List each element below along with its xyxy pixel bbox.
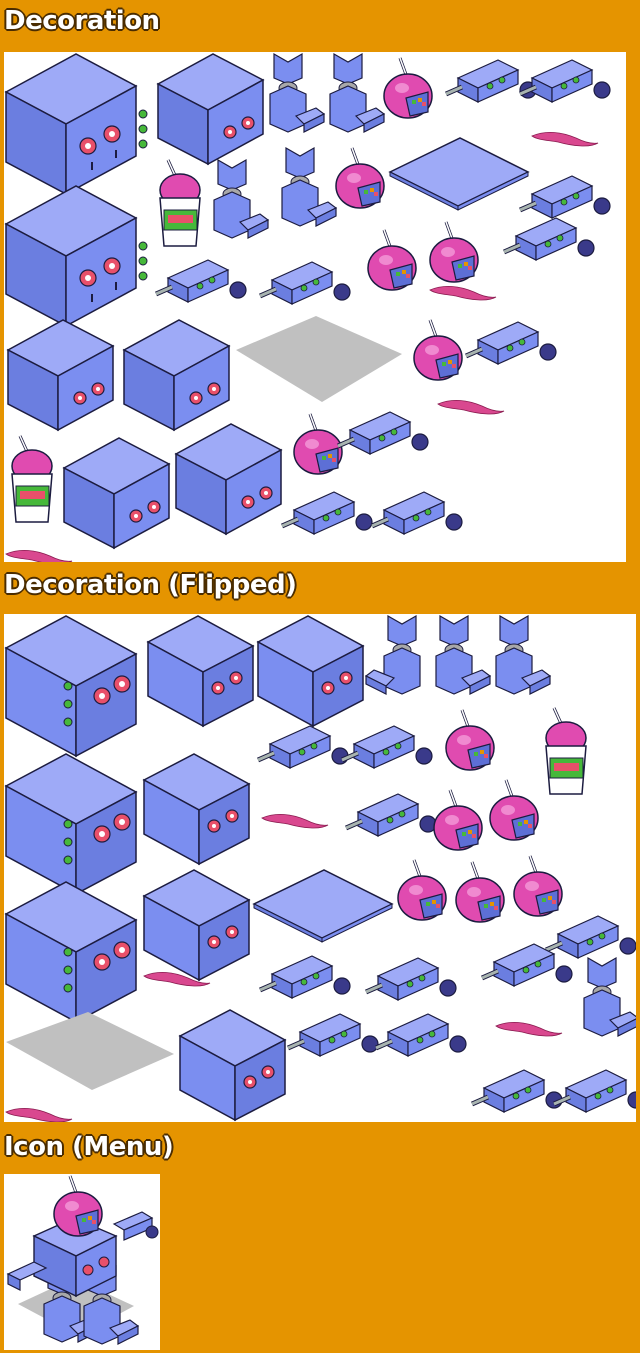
robot-arm-flipped-1 (258, 726, 348, 768)
robot-arm-flipped-2 (342, 726, 432, 768)
slushie-dome-head-flipped-5 (454, 860, 506, 924)
slushie-spill-flipped-3 (495, 1021, 563, 1037)
section-title-icon-menu: Icon (Menu) (4, 1132, 174, 1162)
robot-arm-6 (504, 218, 594, 260)
slushie-dome-head-3 (366, 228, 418, 292)
robot-leg-1 (269, 53, 325, 133)
shadow-tile-grey-1 (236, 316, 402, 402)
machine-block-medium-5 (175, 423, 282, 535)
slushie-spill-4 (5, 549, 73, 562)
slushie-dome-head-2 (334, 146, 386, 210)
robot-arm-flipped-6 (366, 958, 456, 1000)
decoration-flipped-sprite-sheet (5, 615, 636, 1122)
robot-leg-flipped-2 (435, 615, 491, 695)
section-title-decoration-flipped: Decoration (Flipped) (4, 570, 297, 600)
slushie-dome-head-flipped-4 (396, 858, 448, 922)
slushie-spill-2 (429, 285, 497, 301)
robot-arm-5 (260, 262, 350, 304)
robot-arm-flipped-9 (376, 1014, 466, 1056)
floor-tile-blue-flipped (253, 869, 393, 943)
robot-arm-flipped-4 (546, 916, 636, 958)
slushie-spill-1 (531, 131, 599, 147)
decoration-flipped-sprite-panel (4, 614, 636, 1122)
robot-arm-3 (520, 176, 610, 218)
robot-arm-flipped-5 (260, 956, 350, 998)
machine-block-large-flipped-1 (5, 615, 137, 757)
slushie-cup-1 (158, 158, 202, 248)
robot-arm-flipped-8 (288, 1014, 378, 1056)
slushie-dome-head-1 (382, 56, 434, 120)
machine-block-medium-flipped-3 (143, 753, 250, 865)
robot-arm-flipped-10 (472, 1070, 562, 1112)
slushie-dome-head-flipped-6 (512, 854, 564, 918)
machine-block-medium-3 (123, 319, 230, 431)
machine-block-large-flipped-2 (5, 753, 137, 895)
slushie-dome-head-6 (292, 412, 344, 476)
robot-arm-7 (466, 322, 556, 364)
robot-leg-flipped-3 (495, 615, 551, 695)
slushie-cup-2 (10, 434, 54, 524)
floor-tile-blue (389, 137, 529, 211)
robot-leg-4 (281, 147, 337, 227)
machine-block-medium-flipped-5 (179, 1009, 286, 1121)
decoration-sprite-panel (4, 52, 626, 562)
slushie-dome-head-4 (428, 220, 480, 284)
robot-arm-flipped-11 (554, 1070, 636, 1112)
robot-slushie-machine-icon (6, 1174, 159, 1345)
machine-block-medium-2 (7, 319, 114, 431)
robot-arm-flipped-7 (482, 944, 572, 986)
section-title-decoration: Decoration (4, 6, 160, 36)
robot-leg-3 (213, 159, 269, 239)
slushie-dome-head-flipped-3 (488, 778, 540, 842)
shadow-tile-grey-flipped (6, 1012, 174, 1090)
slushie-spill-3 (437, 399, 505, 415)
robot-arm-flipped-3 (346, 794, 436, 836)
machine-block-medium-flipped-4 (143, 869, 250, 981)
robot-arm-4 (156, 260, 246, 302)
machine-block-large-1 (5, 53, 148, 195)
machine-block-medium-flipped-1 (147, 615, 254, 727)
slushie-spill-flipped-1 (261, 813, 329, 829)
icon-menu-panel (4, 1174, 160, 1350)
slushie-dome-head-5 (412, 318, 464, 382)
robot-arm-10 (372, 492, 462, 534)
robot-arm-8 (338, 412, 428, 454)
slushie-spill-flipped-4 (5, 1107, 73, 1122)
robot-leg-flipped-4 (583, 957, 636, 1037)
machine-block-large-flipped-3 (5, 881, 137, 1023)
machine-block-large-2 (5, 185, 148, 327)
machine-block-medium-4 (63, 437, 170, 549)
machine-block-medium-1 (157, 53, 264, 165)
decoration-sprite-sheet (5, 53, 626, 562)
robot-arm-9 (282, 492, 372, 534)
slushie-dome-head-flipped-2 (432, 788, 484, 852)
machine-block-medium-flipped-2 (257, 615, 364, 727)
robot-leg-flipped-1 (365, 615, 421, 695)
slushie-cup-flipped-1 (544, 706, 588, 796)
robot-leg-2 (329, 53, 385, 133)
robot-arm-1 (446, 60, 536, 102)
slushie-dome-head-flipped-1 (444, 708, 496, 772)
